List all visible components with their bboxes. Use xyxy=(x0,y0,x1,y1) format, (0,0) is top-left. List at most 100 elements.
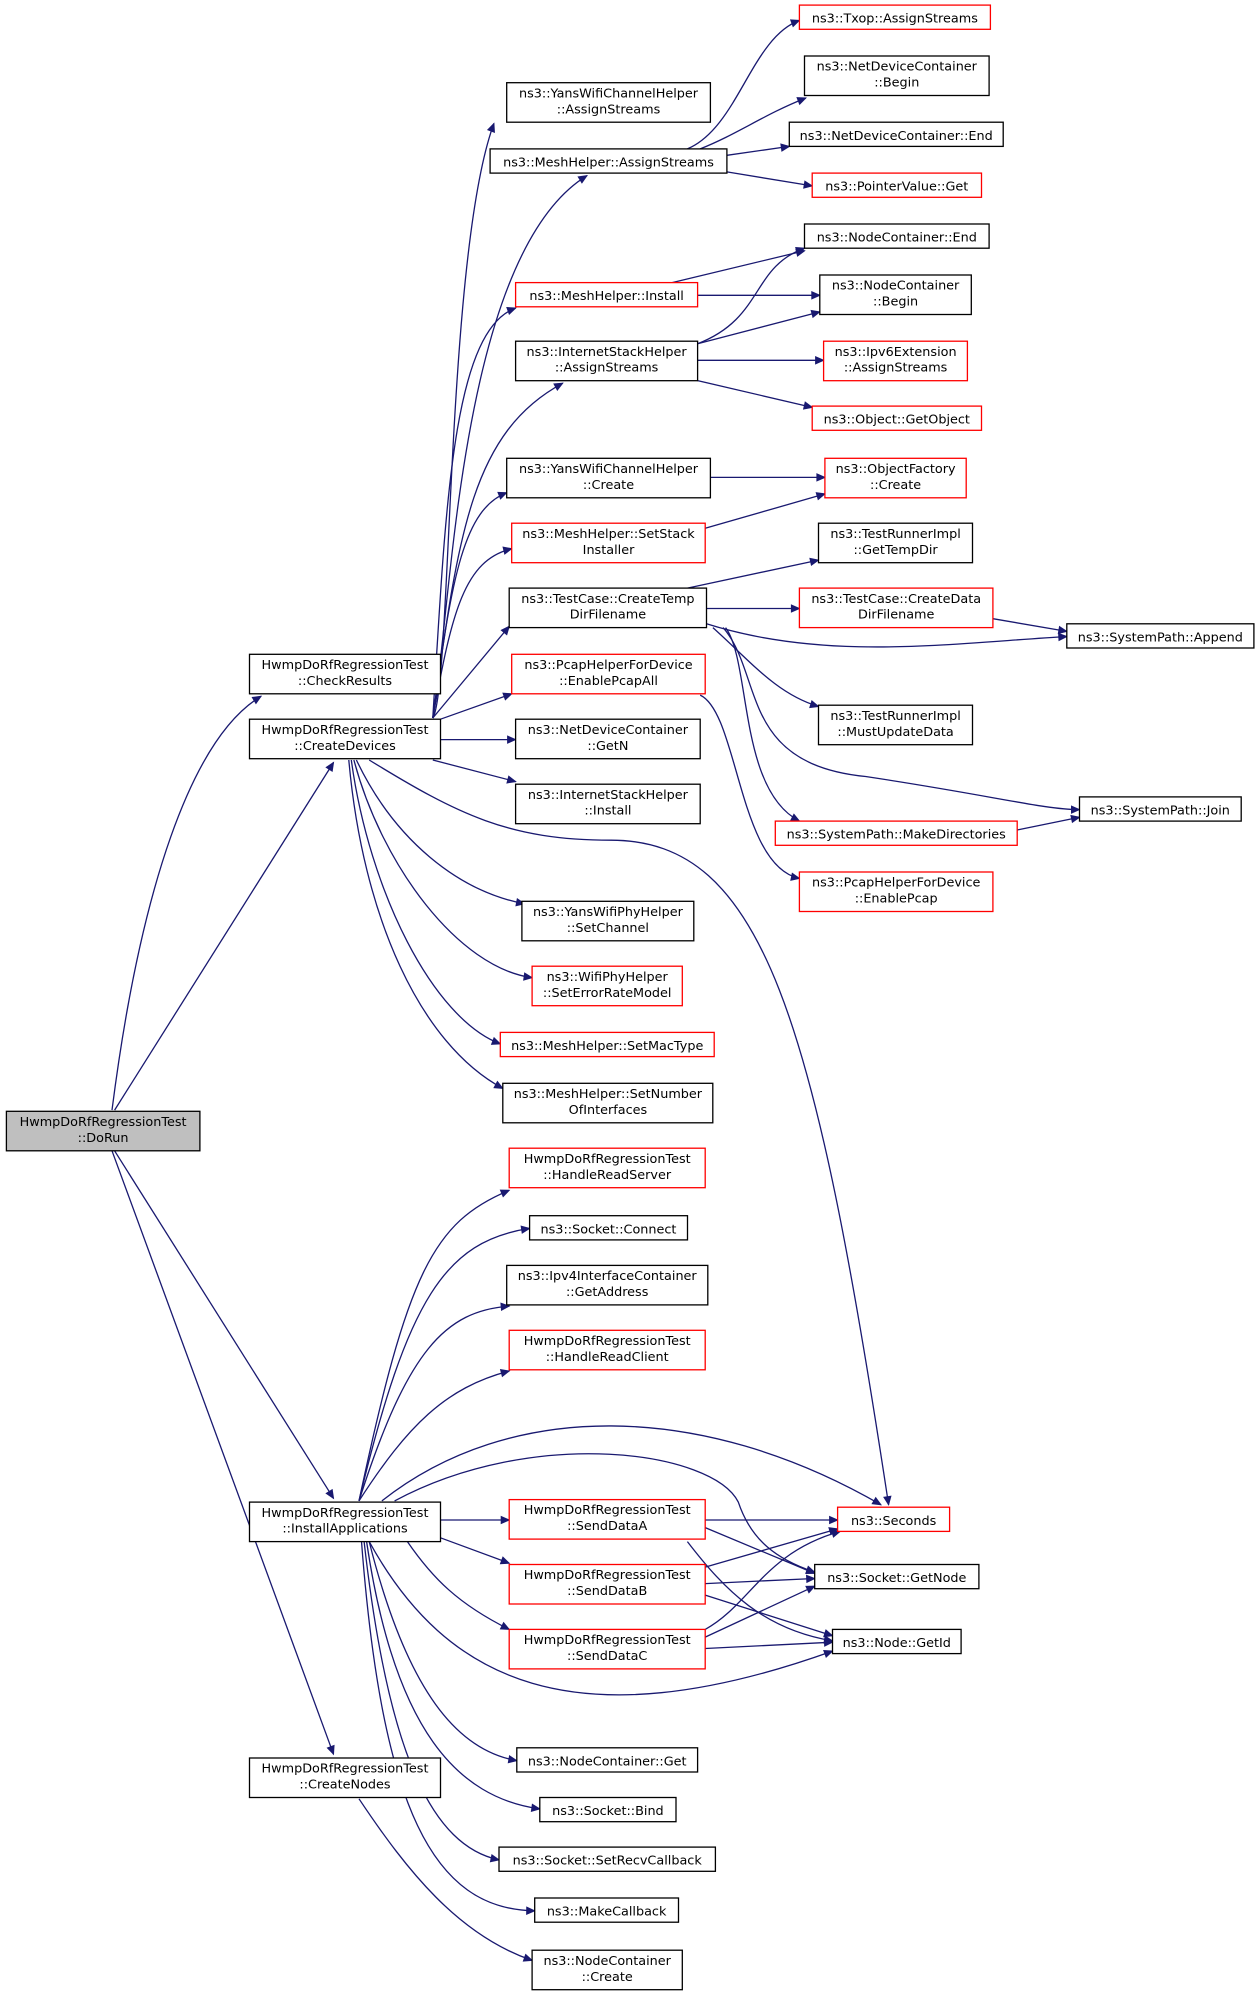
edge-createdevices-to-ndc_getn xyxy=(440,735,517,744)
node-tr-gettemp[interactable]: ns3::TestRunnerImpl::GetTempDir xyxy=(817,522,974,564)
edge-mesh_install-to-nc_end xyxy=(671,248,806,284)
node-sp-append[interactable]: ns3::SystemPath::Append xyxy=(1066,623,1255,649)
node-label: ns3::WifiPhyHelper xyxy=(547,970,669,985)
node-senddatac[interactable]: HwmpDoRfRegressionTest::SendDataC xyxy=(508,1628,706,1670)
node-inet-install[interactable]: ns3::InternetStackHelper::Install xyxy=(514,783,701,825)
edge-line xyxy=(358,1370,510,1502)
node-senddataa[interactable]: HwmpDoRfRegressionTest::SendDataA xyxy=(508,1498,706,1540)
edge-arrowhead xyxy=(326,1744,335,1756)
edge-createdevices-to-yans_create xyxy=(432,491,508,719)
node-label: ::Begin xyxy=(873,295,918,310)
node-nc-begin[interactable]: ns3::NodeContainer::Begin xyxy=(819,274,972,316)
node-createdevices[interactable]: HwmpDoRfRegressionTest::CreateDevices xyxy=(248,718,442,760)
node-pcap-enableall[interactable]: ns3::PcapHelperForDevice::EnablePcapAll xyxy=(511,653,706,695)
node-yansphy-setchannel[interactable]: ns3::YansWifiPhyHelper::SetChannel xyxy=(521,900,695,942)
edge-installapps-to-socket_connect xyxy=(358,1225,531,1502)
node-handlereadclient[interactable]: HwmpDoRfRegressionTest::HandleReadClient xyxy=(508,1329,706,1371)
node-objfactory[interactable]: ns3::ObjectFactory::Create xyxy=(824,457,967,499)
node-seconds[interactable]: ns3::Seconds xyxy=(836,1506,951,1533)
node-nc-end[interactable]: ns3::NodeContainer::End xyxy=(803,223,990,249)
node-yans-create[interactable]: ns3::YansWifiChannelHelper::Create xyxy=(506,457,712,499)
node-socket-setrecv[interactable]: ns3::Socket::SetRecvCallback xyxy=(498,1846,717,1872)
node-socket-connect[interactable]: ns3::Socket::Connect xyxy=(528,1215,689,1241)
node-ndc-end[interactable]: ns3::NetDeviceContainer::End xyxy=(788,121,1004,148)
edge-arrowhead xyxy=(502,692,513,701)
node-label: ::SendDataA xyxy=(567,1519,647,1534)
node-label: ns3::TestRunnerImpl xyxy=(830,527,960,542)
edge-arrowhead xyxy=(502,546,513,555)
node-tr-mustupdate[interactable]: ns3::TestRunnerImpl::MustUpdateData xyxy=(817,704,974,746)
node-sp-join[interactable]: ns3::SystemPath::Join xyxy=(1078,796,1242,822)
node-ndc-begin[interactable]: ns3::NetDeviceContainer::Begin xyxy=(803,55,990,97)
edge-line xyxy=(368,1541,517,1762)
edge-line xyxy=(358,1305,510,1502)
node-installapps[interactable]: HwmpDoRfRegressionTest::InstallApplicati… xyxy=(248,1501,442,1543)
node-label: ::HandleReadServer xyxy=(543,1168,672,1183)
node-socket-getnode[interactable]: ns3::Socket::GetNode xyxy=(814,1563,980,1590)
edge-arrowhead xyxy=(251,695,263,705)
node-handlereadserver[interactable]: HwmpDoRfRegressionTest::HandleReadServer xyxy=(508,1147,706,1189)
edge-mesh_install-to-nc_begin xyxy=(697,291,822,300)
node-label: ns3::ObjectFactory xyxy=(836,462,956,477)
node-nc-create[interactable]: ns3::NodeContainer::Create xyxy=(531,1949,683,1991)
node-label: ::CreateDevices xyxy=(294,739,396,754)
edge-line xyxy=(1016,816,1080,831)
node-pcap-enable[interactable]: ns3::PcapHelperForDevice::EnablePcap xyxy=(798,871,994,913)
edge-line xyxy=(687,19,800,150)
edge-line xyxy=(726,171,813,187)
node-label: ns3::Object::GetObject xyxy=(824,413,970,428)
node-mesh-setmac[interactable]: ns3::MeshHelper::SetMacType xyxy=(499,1031,715,1058)
node-box xyxy=(531,1949,683,1991)
node-wifiphy-seterr[interactable]: ns3::WifiPhyHelper::SetErrorRateModel xyxy=(531,965,683,1007)
edge-createtemp-to-createdata xyxy=(706,604,801,613)
node-label: ns3::Node::GetId xyxy=(843,1636,951,1651)
node-node-getid[interactable]: ns3::Node::GetId xyxy=(831,1628,962,1655)
edge-arrowhead xyxy=(805,1585,816,1594)
node-makecallback[interactable]: ns3::MakeCallback xyxy=(534,1897,680,1923)
node-inet-assign[interactable]: ns3::InternetStackHelper::AssignStreams xyxy=(514,340,699,382)
node-nc-get[interactable]: ns3::NodeContainer::Get xyxy=(516,1747,699,1773)
node-label: ns3::TestCase::CreateData xyxy=(811,592,981,607)
node-box xyxy=(508,1628,706,1670)
node-ipv6ext[interactable]: ns3::Ipv6Extension::AssignStreams xyxy=(822,340,969,382)
node-getobject[interactable]: ns3::Object::GetObject xyxy=(811,405,983,431)
node-label: ns3::MeshHelper::SetMacType xyxy=(511,1039,703,1054)
edge-createdevices-to-seconds xyxy=(368,759,892,1506)
edge-line xyxy=(381,1425,882,1506)
node-pointer-get[interactable]: ns3::PointerValue::Get xyxy=(811,172,983,198)
node-label: HwmpDoRfRegressionTest xyxy=(262,658,429,673)
node-yans-assign[interactable]: ns3::YansWifiChannelHelper::AssignStream… xyxy=(506,82,712,123)
edge-arrowhead xyxy=(809,699,820,709)
edge-line xyxy=(406,1541,510,1630)
node-sp-makedirs[interactable]: ns3::SystemPath::MakeDirectories xyxy=(774,820,1018,846)
node-checkresults[interactable]: HwmpDoRfRegressionTest::CheckResults xyxy=(248,653,442,695)
node-box xyxy=(819,274,972,316)
node-ipv4-getaddr[interactable]: ns3::Ipv4InterfaceContainer::GetAddress xyxy=(506,1264,709,1306)
node-label: HwmpDoRfRegressionTest xyxy=(262,723,429,738)
edge-createdevices-to-inet_install xyxy=(432,759,517,784)
node-label: HwmpDoRfRegressionTest xyxy=(524,1503,691,1518)
node-box xyxy=(248,1757,442,1799)
node-label: ns3::MeshHelper::AssignStreams xyxy=(503,156,714,171)
edge-line xyxy=(706,623,1067,648)
edge-arrowhead xyxy=(325,761,335,772)
node-createnodes[interactable]: HwmpDoRfRegressionTest::CreateNodes xyxy=(248,1757,442,1799)
node-ndc-getn[interactable]: ns3::NetDeviceContainer::GetN xyxy=(514,718,701,760)
node-mesh-assign[interactable]: ns3::MeshHelper::AssignStreams xyxy=(489,148,728,174)
node-label: ns3::NetDeviceContainer::End xyxy=(800,129,993,144)
node-mesh-install[interactable]: ns3::MeshHelper::Install xyxy=(514,281,699,308)
node-box xyxy=(248,1501,442,1543)
edge-arrowhead xyxy=(811,291,822,300)
node-box xyxy=(248,653,442,695)
node-socket-bind[interactable]: ns3::Socket::Bind xyxy=(539,1796,677,1823)
node-label: ns3::SystemPath::Join xyxy=(1091,804,1230,819)
node-box xyxy=(836,1506,951,1533)
edge-installapps-to-seconds xyxy=(381,1425,882,1506)
node-txop-assign[interactable]: ns3::Txop::AssignStreams xyxy=(798,4,992,30)
node-senddatab[interactable]: HwmpDoRfRegressionTest::SendDataB xyxy=(508,1563,706,1605)
